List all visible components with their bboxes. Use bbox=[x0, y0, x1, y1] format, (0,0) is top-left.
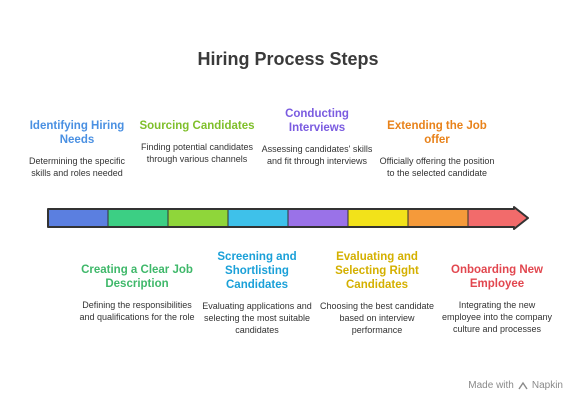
watermark-brand: Napkin bbox=[531, 380, 563, 391]
step-creating-job-description: Creating a Clear Job Description Definin… bbox=[78, 263, 196, 323]
napkin-watermark[interactable]: Made with Napkin bbox=[468, 380, 563, 391]
step-heading: Conducting Interviews bbox=[285, 108, 349, 134]
step-conducting-interviews: Conducting Interviews Assessing candidat… bbox=[258, 107, 376, 167]
napkin-logo-icon bbox=[518, 381, 528, 389]
step-onboarding-new-employee: Onboarding New Employee Integrating the … bbox=[438, 263, 556, 335]
step-description: Officially offering the position to the … bbox=[379, 156, 495, 178]
step-heading: Screening and Shortlisting Candidates bbox=[217, 251, 297, 291]
step-identifying-hiring-needs: Identifying Hiring Needs Determining the… bbox=[18, 119, 136, 179]
step-extending-job-offer: Extending the Job offer Officially offer… bbox=[378, 119, 496, 179]
timeline-segment bbox=[168, 210, 228, 226]
step-heading: Onboarding New Employee bbox=[451, 264, 543, 290]
timeline-segment bbox=[48, 210, 108, 226]
timeline-segment bbox=[468, 210, 514, 226]
step-description: Integrating the new employee into the co… bbox=[441, 300, 553, 334]
timeline-segment bbox=[288, 210, 348, 226]
step-evaluating-selecting: Evaluating and Selecting Right Candidate… bbox=[318, 250, 436, 336]
timeline-segment bbox=[228, 210, 288, 226]
step-heading: Sourcing Candidates bbox=[139, 120, 255, 132]
step-heading: Identifying Hiring Needs bbox=[29, 120, 125, 146]
arrow-outline bbox=[47, 206, 529, 230]
arrow-head bbox=[514, 207, 528, 229]
step-screening-shortlisting: Screening and Shortlisting Candidates Ev… bbox=[198, 250, 316, 336]
timeline-segment bbox=[408, 210, 468, 226]
step-heading: Creating a Clear Job Description bbox=[81, 264, 193, 290]
step-description: Defining the responsibilities and qualif… bbox=[79, 300, 195, 322]
step-description: Choosing the best candidate based on int… bbox=[319, 301, 435, 335]
watermark-prefix: Made with bbox=[468, 380, 514, 391]
diagram-title: Hiring Process Steps bbox=[197, 49, 379, 69]
timeline-segment bbox=[108, 210, 168, 226]
step-description: Evaluating applications and selecting th… bbox=[202, 301, 312, 335]
step-description: Determining the specific skills and role… bbox=[28, 156, 126, 178]
step-heading: Evaluating and Selecting Right Candidate… bbox=[335, 251, 419, 291]
step-sourcing-candidates: Sourcing Candidates Finding potential ca… bbox=[138, 119, 256, 165]
step-description: Finding potential candidates through var… bbox=[140, 142, 254, 164]
step-heading: Extending the Job offer bbox=[387, 120, 487, 146]
step-description: Assessing candidates' skills and fit thr… bbox=[261, 144, 373, 166]
timeline-segment bbox=[348, 210, 408, 226]
